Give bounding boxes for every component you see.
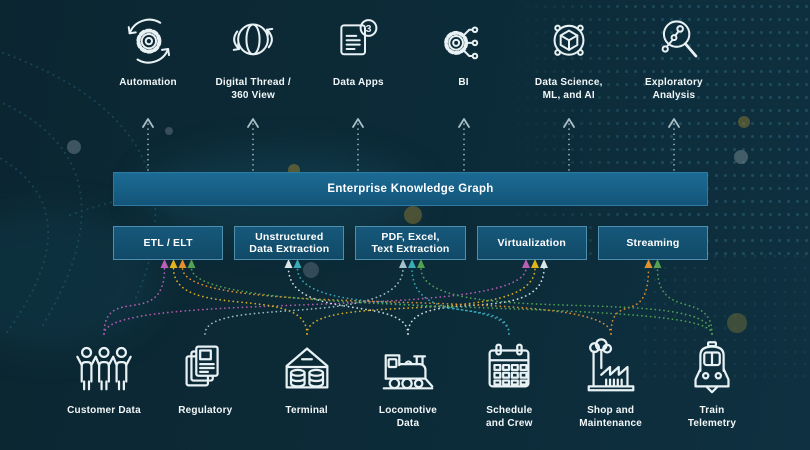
node-label: Regulatory bbox=[178, 405, 233, 416]
integration-layer: ETL / ELT Unstructured Data Extraction P… bbox=[113, 226, 709, 260]
connection-line bbox=[296, 267, 510, 335]
node-label: Schedule and Crew bbox=[486, 405, 533, 429]
node-data-science: Data Science, ML, and AI bbox=[517, 14, 621, 102]
enterprise-knowledge-graph-bar: Enterprise Knowledge Graph bbox=[113, 172, 708, 206]
node-digital-thread: Digital Thread / 360 View bbox=[201, 14, 305, 102]
node-label: Locomotive Data bbox=[378, 405, 438, 429]
connection-arrow bbox=[178, 259, 187, 268]
background-dot-columns-small bbox=[640, 250, 810, 380]
node-label: Data Apps bbox=[332, 77, 384, 88]
connection-line bbox=[656, 267, 713, 335]
node-shop-maintenance: Shop and Maintenance bbox=[563, 336, 659, 430]
node-label: Exploratory Analysis bbox=[645, 77, 703, 101]
node-train-telemetry: Train Telemetry bbox=[664, 336, 760, 430]
node-label: Train Telemetry bbox=[687, 405, 737, 429]
schedule-crew-icon bbox=[488, 343, 530, 388]
connection-arrow bbox=[408, 259, 416, 268]
up-arrow-head bbox=[668, 118, 680, 128]
connection-line bbox=[411, 267, 510, 335]
box-unstructured: Unstructured Data Extraction bbox=[234, 226, 345, 260]
digital-thread-icon bbox=[232, 23, 274, 56]
box-pdf-excel: PDF, Excel, Text Extraction bbox=[355, 226, 466, 260]
automation-icon bbox=[127, 18, 171, 64]
up-arrow-head bbox=[563, 118, 575, 128]
node-exploratory: Exploratory Analysis bbox=[622, 14, 726, 102]
up-arrow-head bbox=[352, 118, 364, 128]
up-arrow-head bbox=[458, 118, 470, 128]
customer-data-icon bbox=[76, 346, 132, 391]
data-apps-icon: 3 bbox=[340, 19, 378, 56]
connection-line bbox=[103, 267, 166, 335]
connection-line bbox=[103, 267, 527, 335]
terminal-icon bbox=[285, 347, 329, 389]
connection-line bbox=[407, 267, 545, 335]
connection-arrow bbox=[169, 259, 178, 268]
source-row: Customer Data Regulatory bbox=[56, 336, 760, 430]
enterprise-knowledge-graph-label: Enterprise Knowledge Graph bbox=[327, 183, 494, 195]
connection-arrow bbox=[399, 259, 407, 268]
data-science-icon bbox=[553, 24, 585, 56]
connection-line bbox=[181, 267, 612, 335]
node-locomotive-data: Locomotive Data bbox=[360, 336, 456, 430]
connection-arrow bbox=[531, 259, 539, 268]
node-terminal: Terminal bbox=[259, 336, 355, 430]
node-schedule-crew: Schedule and Crew bbox=[461, 336, 557, 430]
shop-maintenance-icon bbox=[587, 338, 635, 392]
connection-line bbox=[610, 267, 650, 335]
connection-line bbox=[420, 267, 713, 335]
train-telemetry-icon bbox=[694, 341, 730, 394]
node-bi: BI bbox=[412, 14, 516, 102]
node-label: Terminal bbox=[285, 405, 328, 416]
connection-line bbox=[287, 267, 409, 335]
connection-arrow bbox=[522, 259, 530, 268]
box-etl-elt: ETL / ELT bbox=[113, 226, 224, 260]
node-automation: Automation bbox=[96, 14, 200, 102]
up-arrow-head bbox=[247, 118, 259, 128]
data-apps-badge: 3 bbox=[366, 23, 372, 35]
box-virtualization: Virtualization bbox=[476, 226, 587, 260]
box-streaming: Streaming bbox=[597, 226, 709, 260]
connection-line bbox=[306, 267, 536, 335]
node-label: Shop and Maintenance bbox=[579, 405, 643, 429]
connection-arrow bbox=[284, 259, 293, 268]
connection-arrow bbox=[653, 259, 662, 268]
up-arrow-head bbox=[142, 118, 154, 128]
connection-line bbox=[172, 267, 308, 335]
node-label: Customer Data bbox=[67, 405, 141, 416]
node-label: Automation bbox=[119, 77, 177, 88]
locomotive-icon bbox=[382, 354, 434, 390]
node-label: BI bbox=[458, 77, 469, 88]
node-label: Data Science, ML, and AI bbox=[534, 77, 603, 101]
regulatory-icon bbox=[185, 345, 220, 387]
consumer-row: Automation Digital Thread / 360 View bbox=[96, 14, 726, 102]
exploratory-analysis-icon bbox=[661, 20, 698, 58]
node-data-apps: 3 Data Apps bbox=[306, 14, 410, 102]
connection-arrow bbox=[540, 259, 548, 268]
connection-arrow bbox=[417, 259, 425, 268]
node-regulatory: Regulatory bbox=[157, 336, 253, 430]
connection-line bbox=[190, 267, 713, 335]
connection-arrow bbox=[187, 259, 196, 268]
connection-arrow bbox=[293, 259, 302, 268]
node-customer-data: Customer Data bbox=[56, 336, 152, 430]
connection-arrow bbox=[644, 259, 653, 268]
node-label: Digital Thread / 360 View bbox=[215, 77, 291, 101]
connection-arrow bbox=[160, 259, 169, 268]
bi-icon bbox=[443, 26, 478, 60]
